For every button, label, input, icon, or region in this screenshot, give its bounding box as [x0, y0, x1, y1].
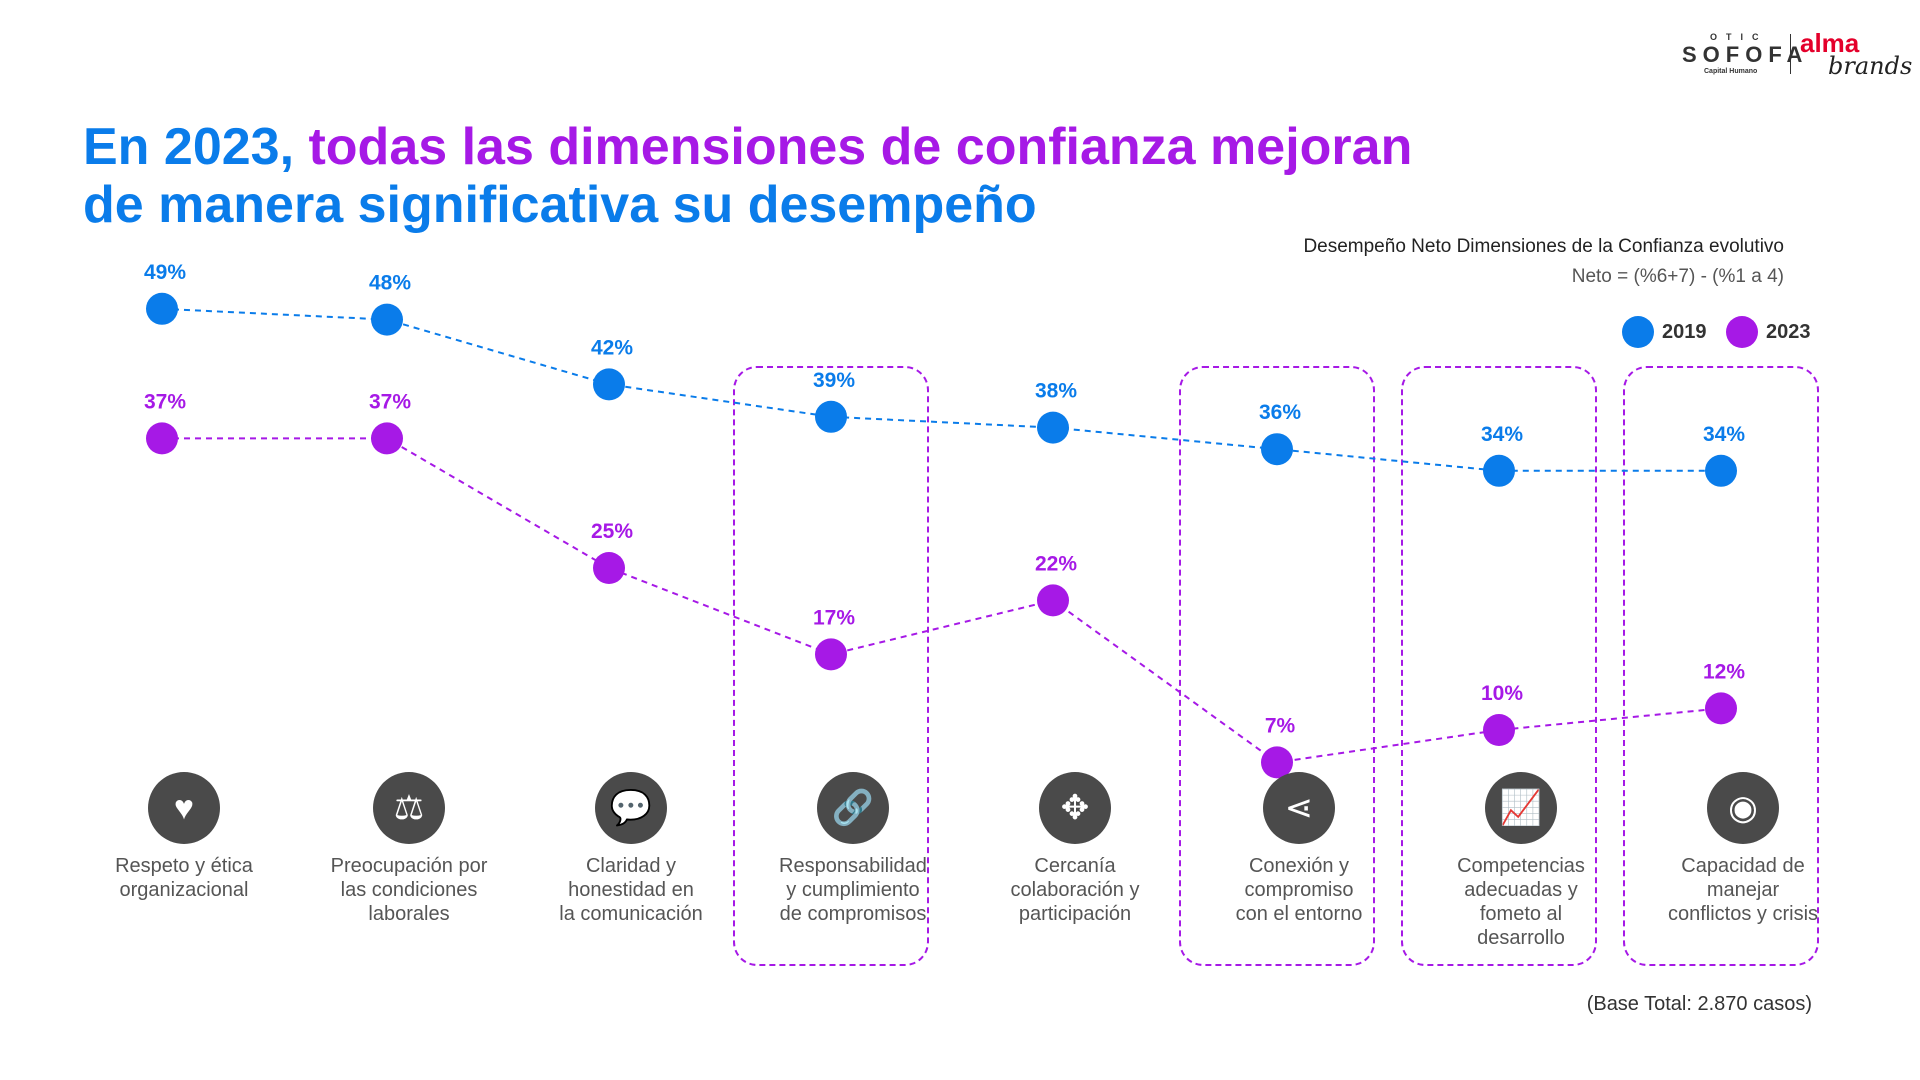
collaboration-icon: ✥ — [1039, 772, 1111, 844]
title-part2: todas las dimensiones de confianza mejor… — [308, 118, 1413, 176]
data-label-2023-7: 12% — [1703, 660, 1745, 683]
legend-item-2023: 2023 — [1726, 316, 1811, 348]
category-label: Competencias adecuadas y fometo al desar… — [1457, 855, 1585, 949]
point-2019-4 — [1037, 411, 1069, 444]
category-5: ⋖ Conexión y compromiso con el entorno — [1204, 772, 1394, 926]
title-line2: de manera significativa su desempeño — [83, 176, 1037, 234]
data-label-2023-1: 37% — [369, 390, 411, 413]
chart-subtitle: Desempeño Neto Dimensiones de la Confian… — [1303, 236, 1784, 257]
legend-dot-2019 — [1622, 316, 1654, 348]
brand-logos: OTIC SOFOFA Capital Humano alma brands — [1650, 28, 1913, 80]
growth-chart-icon: 📈 — [1485, 772, 1557, 844]
data-label-2019-5: 36% — [1259, 401, 1301, 424]
data-label-2023-0: 37% — [144, 390, 186, 413]
title-part1: En 2023, — [83, 118, 309, 176]
point-2019-3 — [815, 400, 847, 433]
point-2023-0 — [146, 422, 178, 455]
logo-brands: brands — [1828, 52, 1913, 80]
category-6: 📈 Competencias adecuadas y fometo al desa… — [1426, 772, 1616, 950]
data-label-2019-6: 34% — [1481, 423, 1523, 446]
highlight-box-7 — [1623, 366, 1819, 966]
data-label-2019-7: 34% — [1703, 423, 1745, 446]
data-label-2019-0: 49% — [144, 261, 186, 284]
point-2019-6 — [1483, 454, 1515, 487]
category-label: Cercanía colaboración y participación — [1010, 855, 1140, 925]
category-3: 🔗 Responsabilidad y cumplimiento de compr… — [758, 772, 948, 926]
data-label-2023-4: 22% — [1035, 552, 1077, 575]
point-2019-5 — [1261, 433, 1293, 466]
data-label-2019-3: 39% — [813, 369, 855, 392]
data-label-2019-4: 38% — [1035, 380, 1077, 403]
category-label: Preocupación por las condiciones laboral… — [330, 855, 488, 925]
highlight-box-5 — [1179, 366, 1375, 966]
data-label-2023-5: 7% — [1265, 714, 1296, 737]
highlight-box-6 — [1401, 366, 1597, 966]
category-label: Respeto y ética organizacional — [115, 855, 253, 901]
legend-dot-2023 — [1726, 316, 1758, 348]
data-label-2023-3: 17% — [813, 606, 855, 629]
point-2019-7 — [1705, 454, 1737, 487]
series-line-2023 — [162, 437, 1722, 764]
point-2023-2 — [593, 552, 625, 584]
category-1: ⚖ Preocupación por las condiciones labora… — [314, 772, 504, 926]
category-2: 💬 Claridad y honestidad en la comunicació… — [536, 772, 726, 926]
handshake-heart-icon: ♥ — [148, 772, 220, 844]
page-title: En 2023, todas las dimensiones de confia… — [83, 118, 1412, 234]
logo-capital-humano: Capital Humano — [1704, 68, 1758, 75]
scales-icon: ⚖ — [373, 772, 445, 844]
link-chain-icon: 🔗 — [817, 772, 889, 844]
category-label: Claridad y honestidad en la comunicación — [559, 855, 703, 925]
category-4: ✥ Cercanía colaboración y participación — [980, 772, 1170, 926]
point-2023-5 — [1261, 746, 1293, 779]
legend-label-2019: 2019 — [1662, 320, 1707, 343]
category-0: ♥ Respeto y ética organizacional — [89, 772, 279, 902]
point-2023-1 — [371, 422, 403, 455]
point-2023-6 — [1483, 714, 1515, 746]
legend-label-2023: 2023 — [1766, 320, 1811, 343]
whistle-icon: ◉ — [1707, 772, 1779, 844]
legend-item-2019: 2019 — [1622, 316, 1707, 348]
category-label: Responsabilidad y cumplimiento de compro… — [779, 855, 927, 925]
share-network-icon: ⋖ — [1263, 772, 1335, 844]
logo-otic: OTIC — [1710, 32, 1768, 42]
data-label-2023-2: 25% — [591, 520, 633, 543]
point-2023-3 — [815, 638, 847, 671]
point-2023-7 — [1705, 692, 1737, 725]
highlight-box-3 — [733, 366, 929, 966]
category-label: Conexión y compromiso con el entorno — [1235, 855, 1363, 925]
series-line-2019 — [161, 307, 1721, 472]
chart-formula: Neto = (%6+7) - (%1 a 4) — [1571, 266, 1784, 287]
logo-sofofa: SOFOFA — [1682, 42, 1809, 67]
point-2019-0 — [146, 292, 178, 325]
chat-bubbles-icon: 💬 — [595, 772, 667, 844]
base-note: (Base Total: 2.870 casos) — [1586, 993, 1812, 1015]
category-label: Capacidad de manejar conflictos y crisis — [1667, 855, 1819, 925]
logo-alma: alma — [1800, 28, 1860, 58]
category-7: ◉ Capacidad de manejar conflictos y crisi… — [1648, 772, 1838, 926]
point-2023-4 — [1037, 584, 1069, 617]
logo-divider — [1790, 34, 1791, 74]
data-label-2019-1: 48% — [369, 272, 411, 295]
point-2019-2 — [593, 368, 625, 401]
data-label-2023-6: 10% — [1481, 682, 1523, 705]
point-2019-1 — [371, 303, 403, 336]
data-label-2019-2: 42% — [591, 336, 633, 359]
